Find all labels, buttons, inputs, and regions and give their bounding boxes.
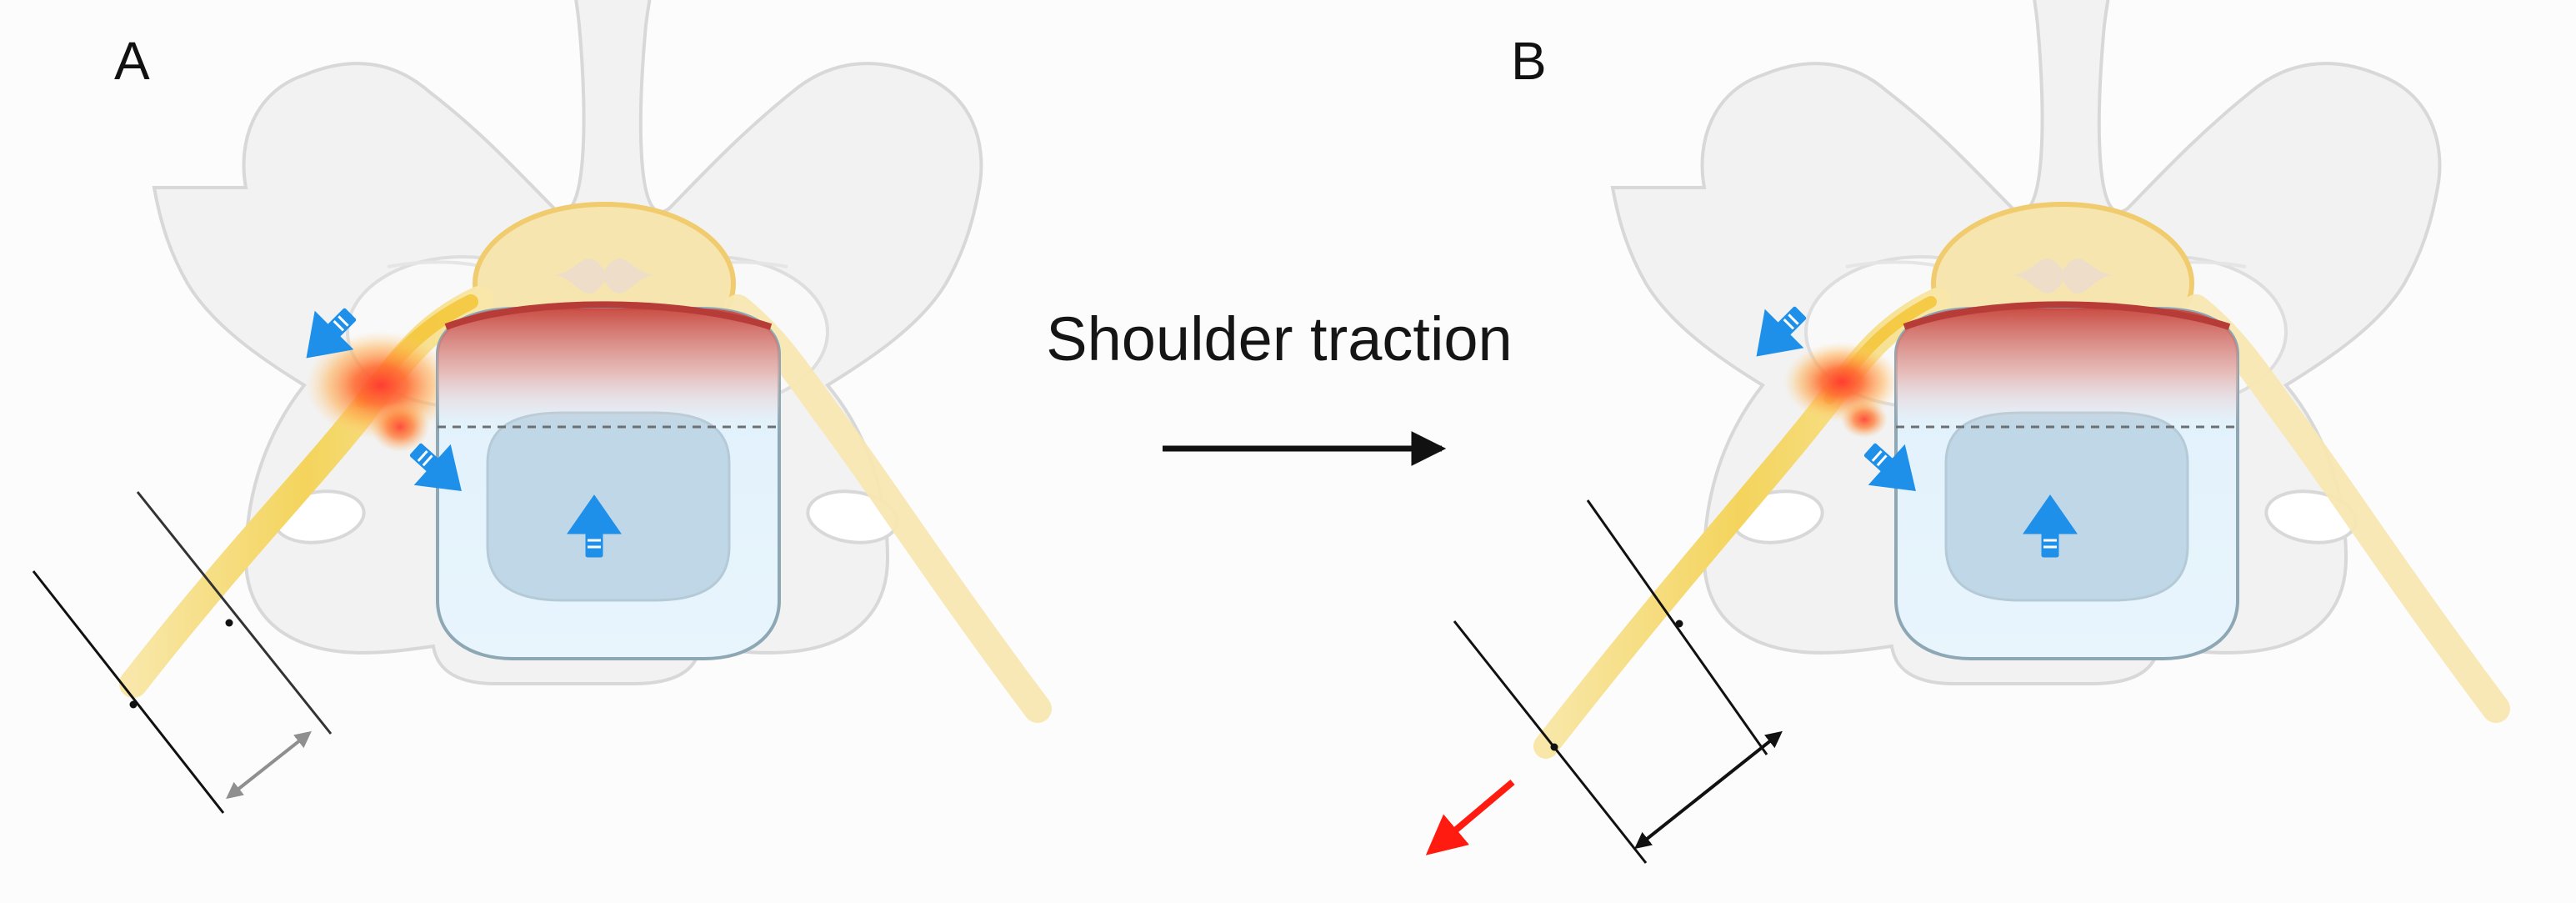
panel-b-label: B xyxy=(1511,31,1547,91)
measurement-guides-a xyxy=(32,491,333,814)
intervertebral-disc-a xyxy=(436,301,781,660)
panel-b xyxy=(1425,0,2510,864)
intervertebral-disc-b xyxy=(1894,301,2239,660)
blue-arrow-lower-left-a xyxy=(409,443,462,492)
blue-force-arrows-b xyxy=(1756,306,2078,558)
red-traction-arrow xyxy=(1425,779,1515,855)
panel-a xyxy=(32,0,1052,814)
blue-arrow-top-left-a xyxy=(306,308,357,359)
transition-label: Shoulder traction xyxy=(1046,304,1512,374)
compression-zone-a xyxy=(306,331,456,452)
transition: Shoulder traction xyxy=(1046,304,1513,466)
blue-arrow-center-b xyxy=(2023,494,2078,558)
blue-arrow-lower-left-b xyxy=(1863,443,1916,492)
blue-arrow-center-a xyxy=(567,494,622,558)
panel-a-label: A xyxy=(114,31,150,91)
blue-arrow-top-left-b xyxy=(1756,306,1807,357)
compression-zone-b xyxy=(1783,342,1900,438)
measurement-guides-b xyxy=(1453,499,1783,864)
blue-force-arrows-a xyxy=(306,308,622,558)
